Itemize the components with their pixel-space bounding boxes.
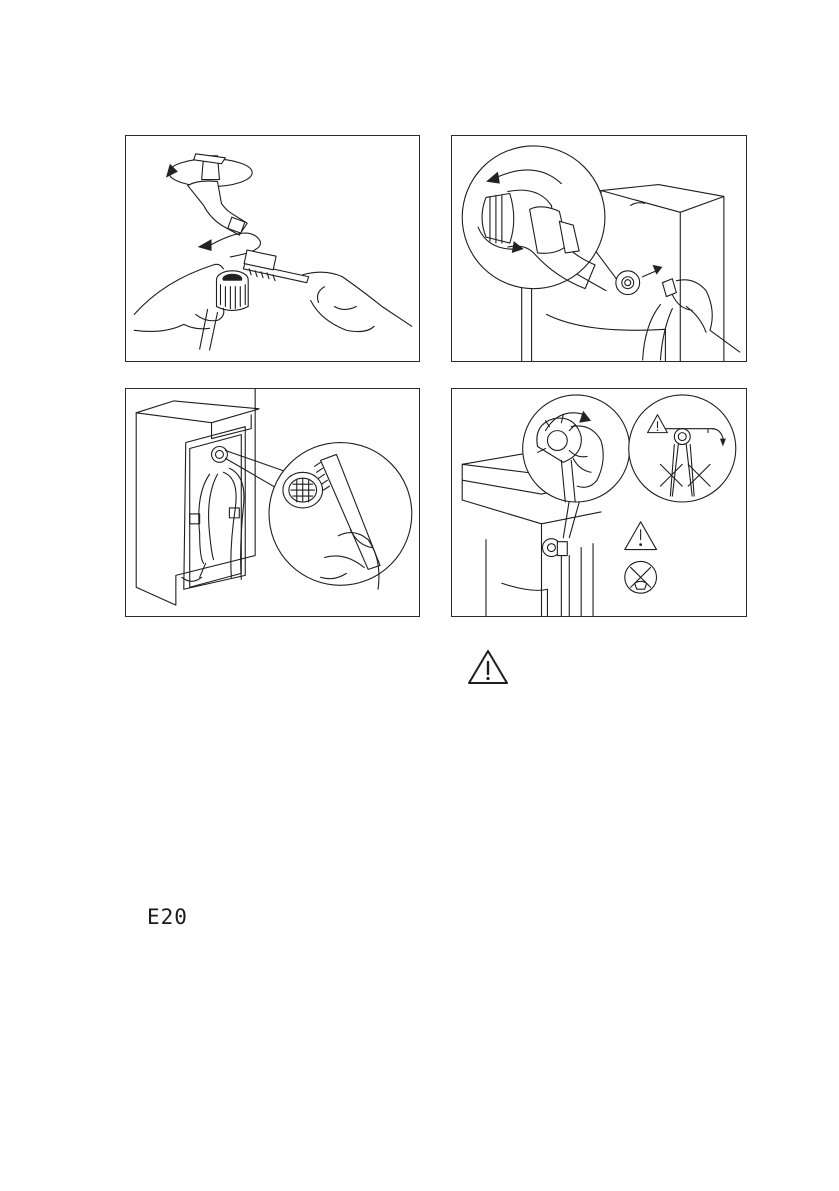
error-code-display: E20 [147, 905, 193, 929]
warning-triangle-icon [466, 648, 510, 686]
error-code-text: E20 [147, 905, 188, 929]
figure-clean-tap-filter [125, 135, 420, 362]
figure-clean-appliance-inlet-filter [125, 388, 420, 617]
figure-refit-inlet-hose [451, 388, 747, 617]
figure-remove-inlet-hose [451, 135, 747, 362]
